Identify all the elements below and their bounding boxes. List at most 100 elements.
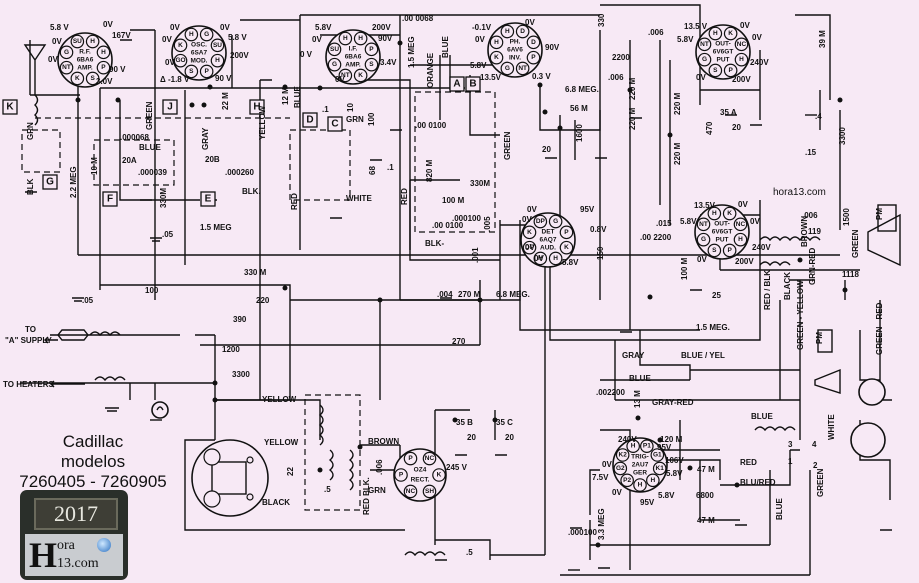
svg-text:PM: PM [815,332,824,344]
tube-pin [626,439,640,454]
svg-text:G: G [46,177,54,188]
tube-pin [353,31,368,46]
tube-pin [500,24,515,39]
tube-pin-label: H [189,31,194,38]
svg-text:5.8V: 5.8V [562,258,579,267]
tube-pin [722,243,737,258]
svg-text:106V: 106V [665,456,684,465]
tube-pin [696,217,711,232]
svg-text:.5: .5 [466,548,473,557]
alignment-points: K J H G F E D C A B [2,76,481,207]
tube-pin-label: NC [406,488,416,495]
tube-pin [707,243,722,258]
shield-osc [93,139,175,186]
svg-text:I.F.: I.F. [349,46,358,53]
tube-pin [734,37,749,52]
svg-text:RED: RED [740,458,757,467]
tube-pin [327,42,342,57]
svg-text:B: B [469,79,476,90]
svg-text:0V: 0V [170,23,180,32]
svg-text:AMP.: AMP. [345,62,361,69]
svg-text:6.8 MEG.: 6.8 MEG. [565,85,599,94]
tube-pin [559,240,574,255]
antenna-icon [23,44,47,95]
tube-pin-label: S [712,247,717,254]
tube-pin-label: K1 [656,465,665,472]
svg-text:TRIG-: TRIG- [631,454,649,461]
svg-text:390: 390 [233,315,247,324]
tube-pin [173,38,188,53]
svg-text:2.2 MEG: 2.2 MEG [69,166,78,198]
svg-text:20A: 20A [122,156,137,165]
svg-text:YELLOW: YELLOW [262,395,297,404]
svg-text:E: E [205,194,212,205]
foot-switch-socket [850,422,886,458]
tube-pin-label: H [343,35,348,42]
svg-text:95V: 95V [657,443,672,452]
tube-pin-label: NT [699,221,708,228]
tube-pin [708,63,723,78]
svg-text:GRAY: GRAY [622,351,645,360]
svg-text:0V: 0V [312,35,322,44]
svg-text:1118: 1118 [842,270,859,279]
svg-text:J: J [167,102,173,113]
svg-text:150: 150 [596,246,605,260]
svg-text:3.3 MEG: 3.3 MEG [597,508,606,540]
svg-text:270: 270 [452,337,466,346]
tube-label: R.F. [79,49,91,56]
svg-text:INV.: INV. [509,55,521,62]
svg-text:5.8V: 5.8V [677,35,694,44]
tube-pin-label: D [520,28,525,35]
selector-switch: 1 2 3 4 [788,440,818,470]
tube-pin [646,473,660,488]
tube-pin-label: H [90,38,95,45]
svg-text:20: 20 [732,123,741,132]
tube-pin-label: G1 [653,452,662,459]
tube-pin [96,60,111,75]
svg-text:6AQ7: 6AQ7 [540,237,557,244]
tube-pin-label: NT [700,41,709,48]
tube-pin [526,35,541,50]
svg-text:1500: 1500 [842,208,851,226]
svg-text:0.3 V: 0.3 V [532,72,551,81]
tube-pin-label: S [713,67,718,74]
tube-pin [394,468,408,482]
tube-pin [650,448,665,462]
tube-pin [489,35,504,50]
svg-text:1200: 1200 [222,345,240,354]
tube-pin [559,225,574,240]
shield-power-xfmr [304,394,361,511]
svg-text:BLK.: BLK. [242,187,261,196]
tube-pin-label: P [369,46,374,53]
svg-text:.000068: .000068 [120,133,149,142]
svg-text:.1: .1 [322,105,329,114]
svg-text:OUT-: OUT- [714,221,730,228]
svg-text:.001: .001 [471,247,480,263]
year-plate: 2017 [34,498,118,530]
tube-pin [548,251,563,266]
svg-text:240V: 240V [752,243,771,252]
svg-text:RED: RED [290,193,299,210]
tube-pin [522,225,537,240]
svg-text:2AU7: 2AU7 [632,462,649,469]
tube-pin-label: S [189,68,194,75]
tube-pin [515,61,530,76]
svg-text:3: 3 [788,440,793,449]
svg-text:0V: 0V [752,33,762,42]
tube-pin-label: DP [536,218,546,225]
svg-text:68: 68 [368,166,377,175]
tube-pin [633,478,647,492]
svg-text:BLACK: BLACK [262,498,290,507]
svg-text:GRN: GRN [368,486,386,495]
tube-pin-label: H [215,57,220,64]
tube-pin-label: H [738,236,743,243]
tube-pin-label: NC [425,455,435,462]
tube-pin [327,57,342,72]
tube-pin [652,461,667,476]
svg-text:GREEN: GREEN [851,229,860,258]
svg-text:0V: 0V [750,217,760,226]
svg-text:GREEN: GREEN [816,468,825,497]
tube-pin [548,214,563,229]
svg-text:YELLOW: YELLOW [264,438,299,447]
